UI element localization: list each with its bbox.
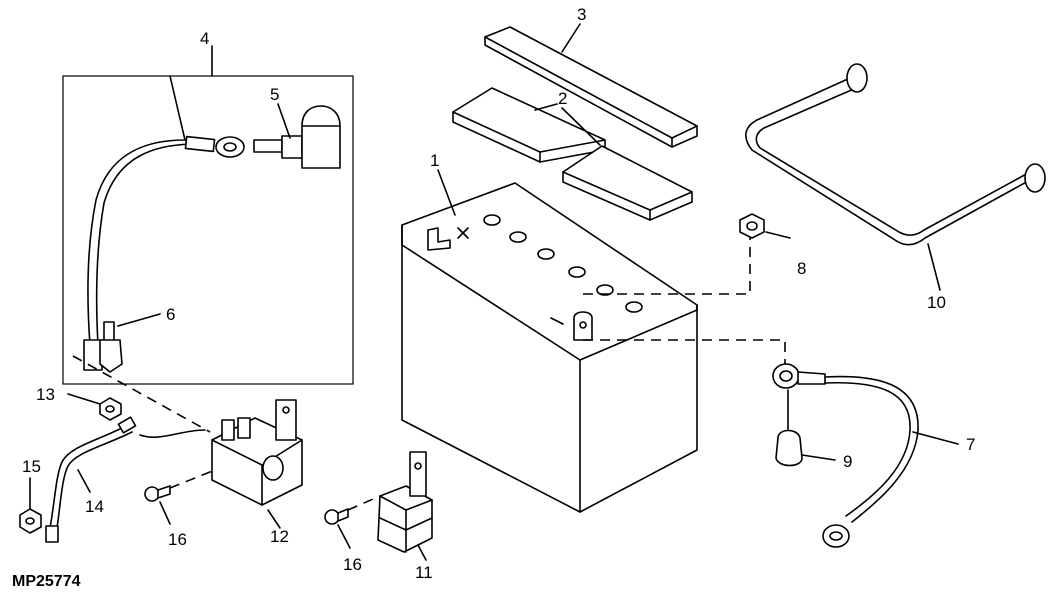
callout-4: 4: [200, 29, 209, 48]
pad-part-2b: [562, 145, 693, 221]
battery-cable-part-4: [83, 135, 245, 371]
bolt-part-9: [775, 389, 836, 467]
callout-9: 9: [843, 452, 852, 471]
figure-code: MP25774: [12, 573, 81, 590]
callout-2: 2: [558, 89, 567, 108]
pad-part-2a: [452, 87, 606, 163]
nut-part-8: [739, 213, 791, 239]
callout-5: 5: [270, 85, 279, 104]
callout-3: 3: [577, 5, 586, 24]
solenoid-part-12: [139, 399, 303, 529]
terminal-boot-part-5: [253, 105, 341, 169]
battery-part-1: [401, 182, 698, 513]
callout-16a: 16: [168, 530, 187, 549]
callout-11: 11: [415, 563, 433, 582]
callout-14: 14: [85, 497, 104, 516]
nut-part-13: [67, 393, 122, 421]
callout-13: 13: [36, 385, 55, 404]
hold-down-bracket-part-10: [745, 63, 1046, 291]
callout-12: 12: [270, 527, 289, 546]
relay-part-11: [377, 451, 433, 561]
pad-part-3: [484, 26, 698, 148]
terminal-part-6: [99, 313, 161, 373]
callout-15: 15: [22, 457, 41, 476]
callout-1: 1: [430, 151, 439, 170]
cable-part-14: [45, 416, 137, 543]
cable-assembly-box: [62, 75, 354, 385]
callout-6: 6: [166, 305, 175, 324]
callout-7: 7: [966, 435, 975, 454]
screw-part-16b: [324, 495, 381, 549]
battery-cable-part-7: [772, 363, 959, 548]
nut-part-15: [19, 477, 42, 534]
callout-8: 8: [797, 259, 806, 278]
screw-part-16a: [144, 469, 216, 525]
callout-16b: 16: [343, 555, 362, 574]
callout-10: 10: [927, 293, 946, 312]
